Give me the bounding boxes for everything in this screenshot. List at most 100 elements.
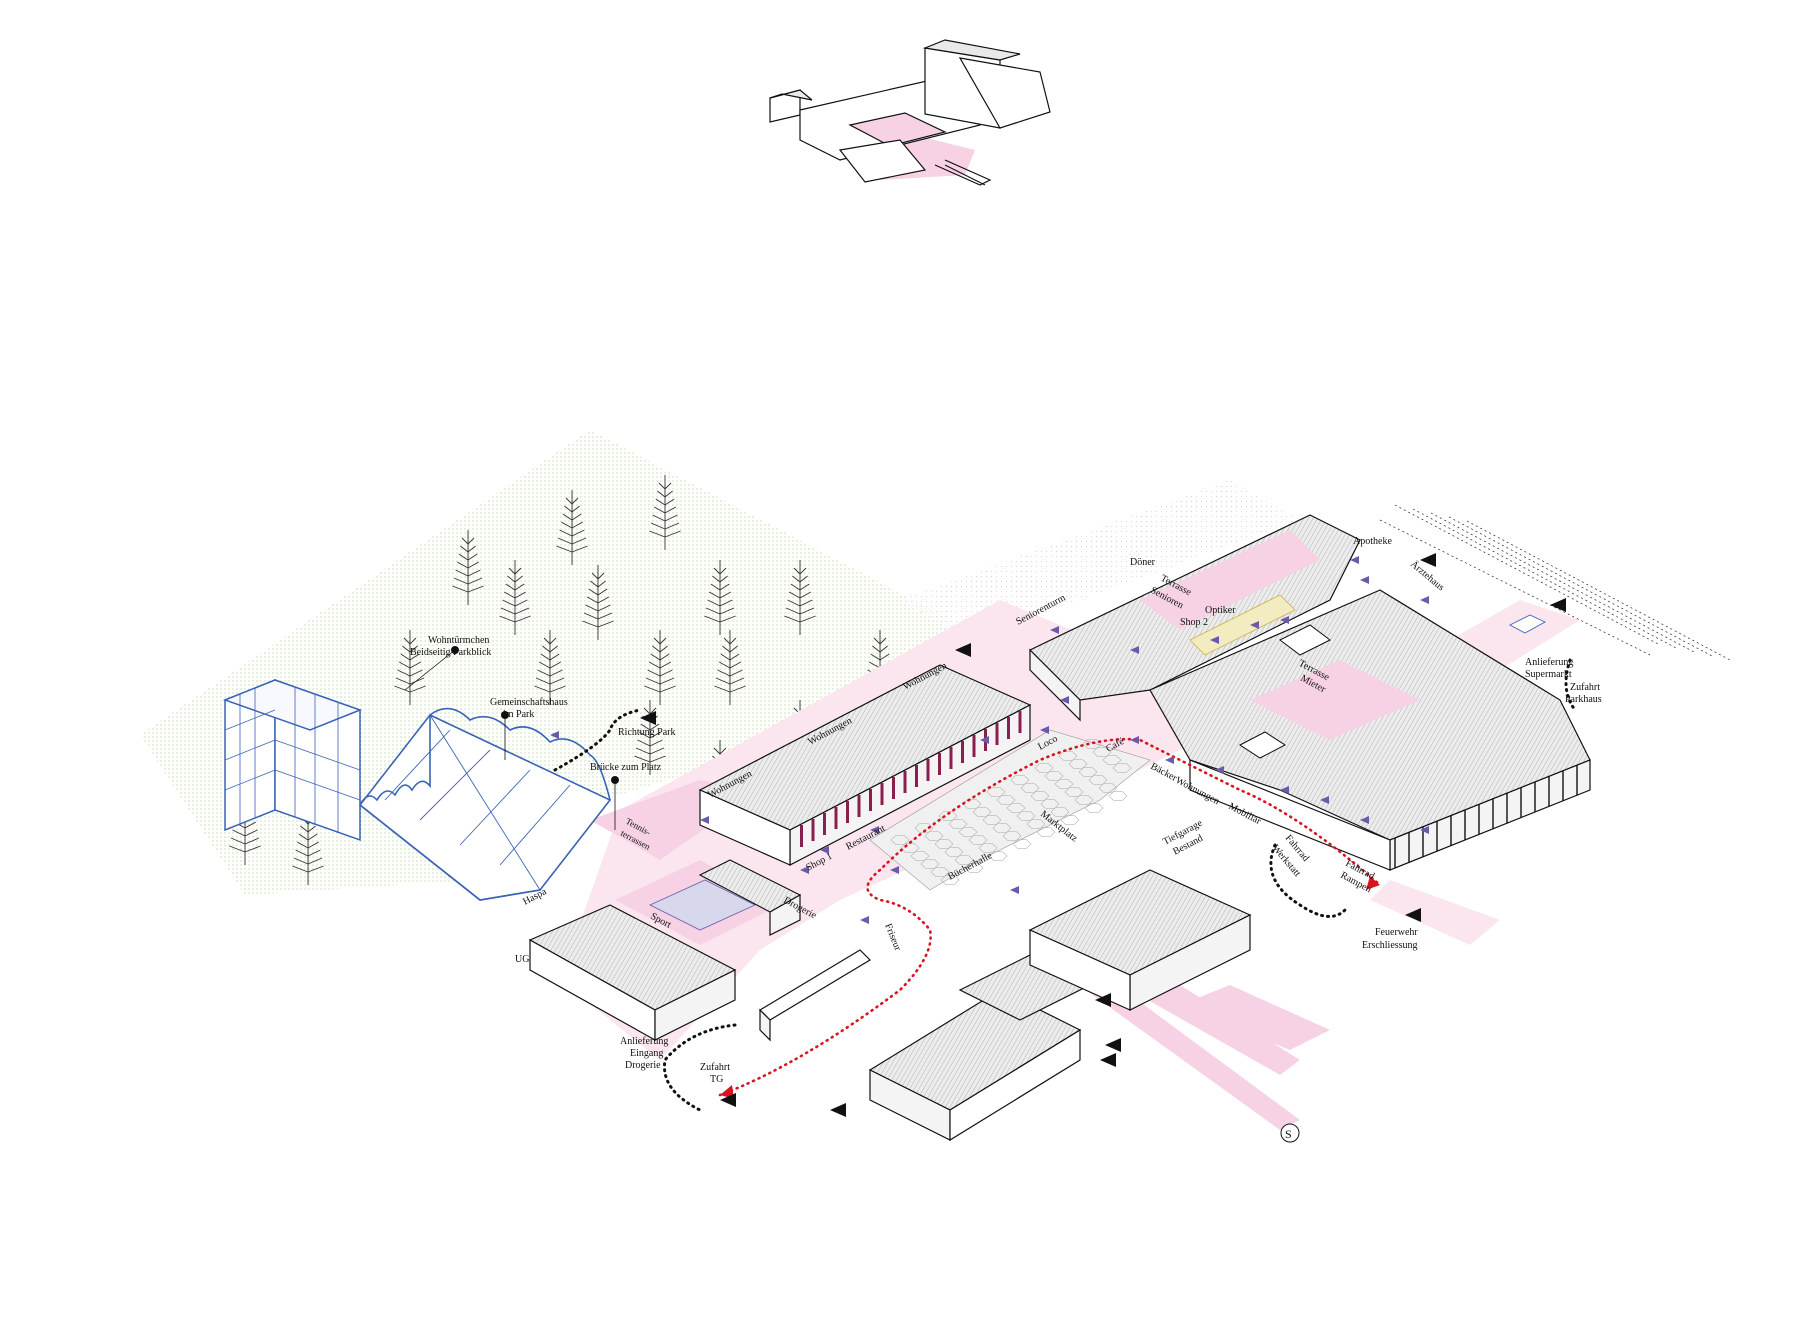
gemeinschaftshaus-vaulted-hall	[358, 707, 612, 901]
label-doener: Döner	[1130, 557, 1156, 568]
label-friseur: Friseur	[882, 922, 903, 953]
ramp-block	[759, 949, 871, 1042]
window-opening	[961, 741, 964, 763]
label-gemeinschaftshaus: Gemeinschaftshaus	[490, 697, 568, 708]
plaza-tile	[1112, 763, 1132, 773]
access-arrow-icon	[1100, 1053, 1116, 1067]
label-bruecke-zum-platz: Brücke zum Platz	[590, 762, 662, 773]
label-anlieferung-drogerie-1: Anlieferung	[620, 1036, 668, 1047]
label-zufahrt-tg-2: TG	[710, 1074, 723, 1085]
buildings	[222, 514, 1591, 1142]
car-icon	[1509, 614, 1546, 634]
label-anlieferung-drogerie-3: Drogerie	[625, 1060, 661, 1071]
entrance-marker-icon	[860, 916, 869, 924]
label-zufahrt-parkhaus-1: Zufahrt	[1570, 682, 1600, 693]
key-plan-thumbnail	[769, 39, 1051, 186]
label-feuerwehr-2: Erschliessung	[1362, 940, 1418, 951]
label-feuerwehr-1: Feuerwehr	[1375, 927, 1418, 938]
window-opening	[972, 735, 976, 757]
right-block	[1149, 589, 1591, 871]
access-arrow-icon	[1105, 1038, 1121, 1052]
entrance-marker-icon	[1250, 621, 1259, 629]
access-arrow-icon	[1405, 908, 1421, 922]
entrance-marker-icon	[1010, 886, 1019, 894]
tree-icon	[394, 630, 426, 705]
plaza-tile	[964, 863, 984, 873]
access-arrow-icon	[1420, 553, 1436, 567]
entrance-marker-icon	[1420, 826, 1429, 834]
label-ug: UG	[515, 954, 529, 965]
access-arrow-icon	[830, 1103, 846, 1117]
tree-icon	[714, 630, 746, 705]
entrance-marker-icon	[1360, 816, 1369, 824]
entrance-marker-icon	[1165, 756, 1174, 764]
window-opening	[903, 771, 907, 793]
plaza-tile	[940, 875, 960, 885]
entrance-marker-icon	[800, 866, 809, 874]
window-opening	[869, 789, 872, 811]
annotation-pins	[404, 646, 619, 830]
south-symbol: S	[1280, 1123, 1300, 1143]
tree-icon	[649, 475, 681, 550]
tree-icon	[582, 565, 614, 640]
entrance-marker-icon	[820, 846, 829, 854]
label-optiker: Optiker	[1205, 605, 1236, 616]
entrance-marker-icon	[1215, 766, 1224, 774]
entrance-marker-icon	[1280, 616, 1289, 624]
tree-icon	[452, 530, 484, 605]
entrance-marker-icon	[1320, 796, 1329, 804]
entrance-marker-icon	[1420, 596, 1429, 604]
access-arrow-icon	[1095, 993, 1111, 1007]
label-beidseitig-parkblick: Beidseitig Parkblick	[410, 647, 491, 658]
service-lines	[1379, 504, 1733, 662]
access-arrow-icon	[720, 1093, 736, 1107]
window-opening	[915, 765, 918, 787]
label-anlieferung-drogerie-2: Eingang	[630, 1048, 663, 1059]
entrance-markers	[550, 553, 1566, 1117]
entrance-marker-icon	[1280, 786, 1289, 794]
label-wohntuermchen: Wohntürmchen	[428, 635, 489, 646]
entrance-marker-icon	[550, 731, 559, 739]
window-opening	[995, 723, 999, 745]
plaza-tile	[1108, 791, 1128, 801]
window-opening	[823, 813, 826, 835]
south-symbol-letter: S	[1285, 1127, 1292, 1141]
plaza-tile	[988, 851, 1008, 861]
service-line	[1379, 519, 1651, 656]
entrance-marker-icon	[1210, 636, 1219, 644]
marktplatz-plaza	[869, 729, 1151, 891]
tree-icon	[534, 630, 566, 705]
entrance-marker-icon	[700, 816, 709, 824]
drogerie-block	[698, 859, 802, 936]
entrance-marker-icon	[1040, 726, 1049, 734]
entrance-marker-icon	[1050, 626, 1059, 634]
entrance-marker-icon	[1350, 556, 1359, 564]
label-apotheke: Apotheke	[1353, 536, 1392, 547]
window-opening	[880, 783, 884, 805]
label-shop2: Shop 2	[1180, 617, 1208, 628]
haspa-sport-block	[528, 860, 780, 1042]
window-opening	[1007, 717, 1010, 739]
south-building	[868, 869, 1252, 1142]
tree-icon	[292, 810, 324, 885]
access-arrow-icon	[955, 643, 971, 657]
window-opening	[857, 795, 861, 817]
seniorenturm-cluster	[1028, 514, 1361, 722]
label-aerztehaus: Ärztehaus	[1408, 558, 1447, 593]
window-opening	[846, 801, 849, 823]
window-opening	[926, 759, 930, 781]
window-opening	[800, 825, 803, 847]
label-zufahrt-parkhaus-2: Parkhaus	[1565, 694, 1602, 705]
plaza-tile	[1012, 839, 1032, 849]
window-opening	[938, 753, 941, 775]
label-richtung-park: Richtung Park	[618, 727, 676, 738]
window-opening	[811, 819, 815, 841]
access-arrow-icon	[640, 711, 656, 725]
window-opening	[834, 807, 838, 829]
entrance-marker-icon	[870, 826, 879, 834]
tree-icon	[704, 560, 736, 635]
entrance-marker-icon	[1130, 736, 1139, 744]
tree-icon	[784, 560, 816, 635]
label-zufahrt-tg-1: Zufahrt	[700, 1062, 730, 1073]
